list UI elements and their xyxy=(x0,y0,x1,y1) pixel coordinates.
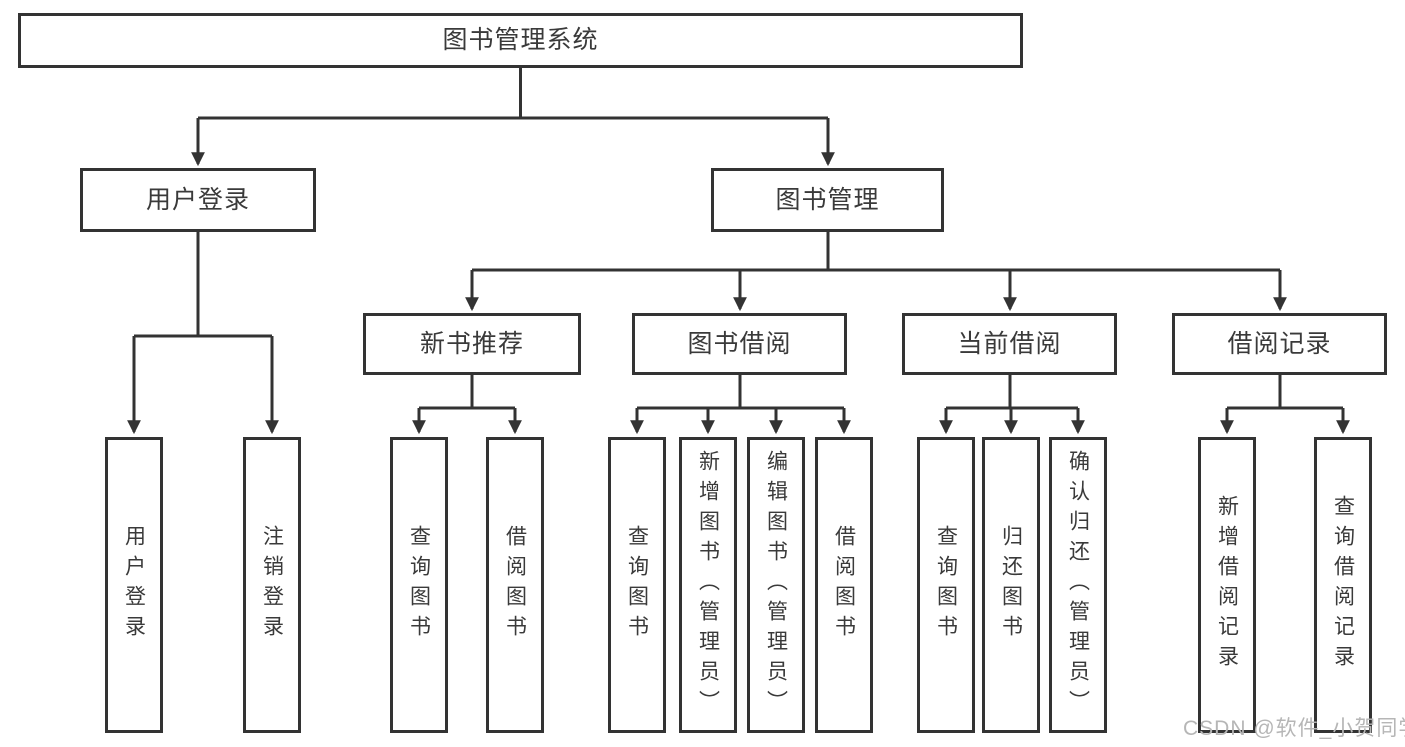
node-borrow-records: 借阅记录 xyxy=(1172,313,1387,375)
connector-book-management-children xyxy=(465,232,1287,312)
connector-book-borrow-children xyxy=(630,375,851,435)
node-new-book-recommend: 新书推荐 xyxy=(363,313,581,375)
leaf-query-borrow-record: 查询借阅记录 xyxy=(1314,437,1372,733)
node-book-borrow: 图书借阅 xyxy=(632,313,847,375)
leaf-logout-login: 注销登录 xyxy=(243,437,301,733)
connector-borrow-records-children xyxy=(1220,375,1350,435)
leaf-edit-book-admin: 编辑图书（管理员） xyxy=(747,437,805,733)
leaf-borrow-books-recommend: 借阅图书 xyxy=(486,437,544,733)
leaf-confirm-return-admin: 确认归还（管理员） xyxy=(1049,437,1107,733)
connector-current-borrow-children xyxy=(939,375,1085,435)
csdn-watermark: CSDN @软件_小贺同学 xyxy=(1183,717,1405,740)
leaf-add-borrow-record: 新增借阅记录 xyxy=(1198,437,1256,733)
leaf-user-login: 用户登录 xyxy=(105,437,163,733)
connector-user-login-children xyxy=(127,232,279,435)
node-library-management-system: 图书管理系统 xyxy=(18,13,1023,68)
connector-new-book-children xyxy=(412,375,522,435)
connector-root-to-level2 xyxy=(191,68,835,167)
node-current-borrow: 当前借阅 xyxy=(902,313,1117,375)
leaf-return-book: 归还图书 xyxy=(982,437,1040,733)
leaf-query-books-recommend: 查询图书 xyxy=(390,437,448,733)
leaf-add-book-admin: 新增图书（管理员） xyxy=(679,437,737,733)
node-user-login: 用户登录 xyxy=(80,168,316,232)
leaf-borrow-books-borrow: 借阅图书 xyxy=(815,437,873,733)
leaf-query-books-current: 查询图书 xyxy=(917,437,975,733)
node-book-management: 图书管理 xyxy=(711,168,944,232)
leaf-query-books-borrow: 查询图书 xyxy=(608,437,666,733)
